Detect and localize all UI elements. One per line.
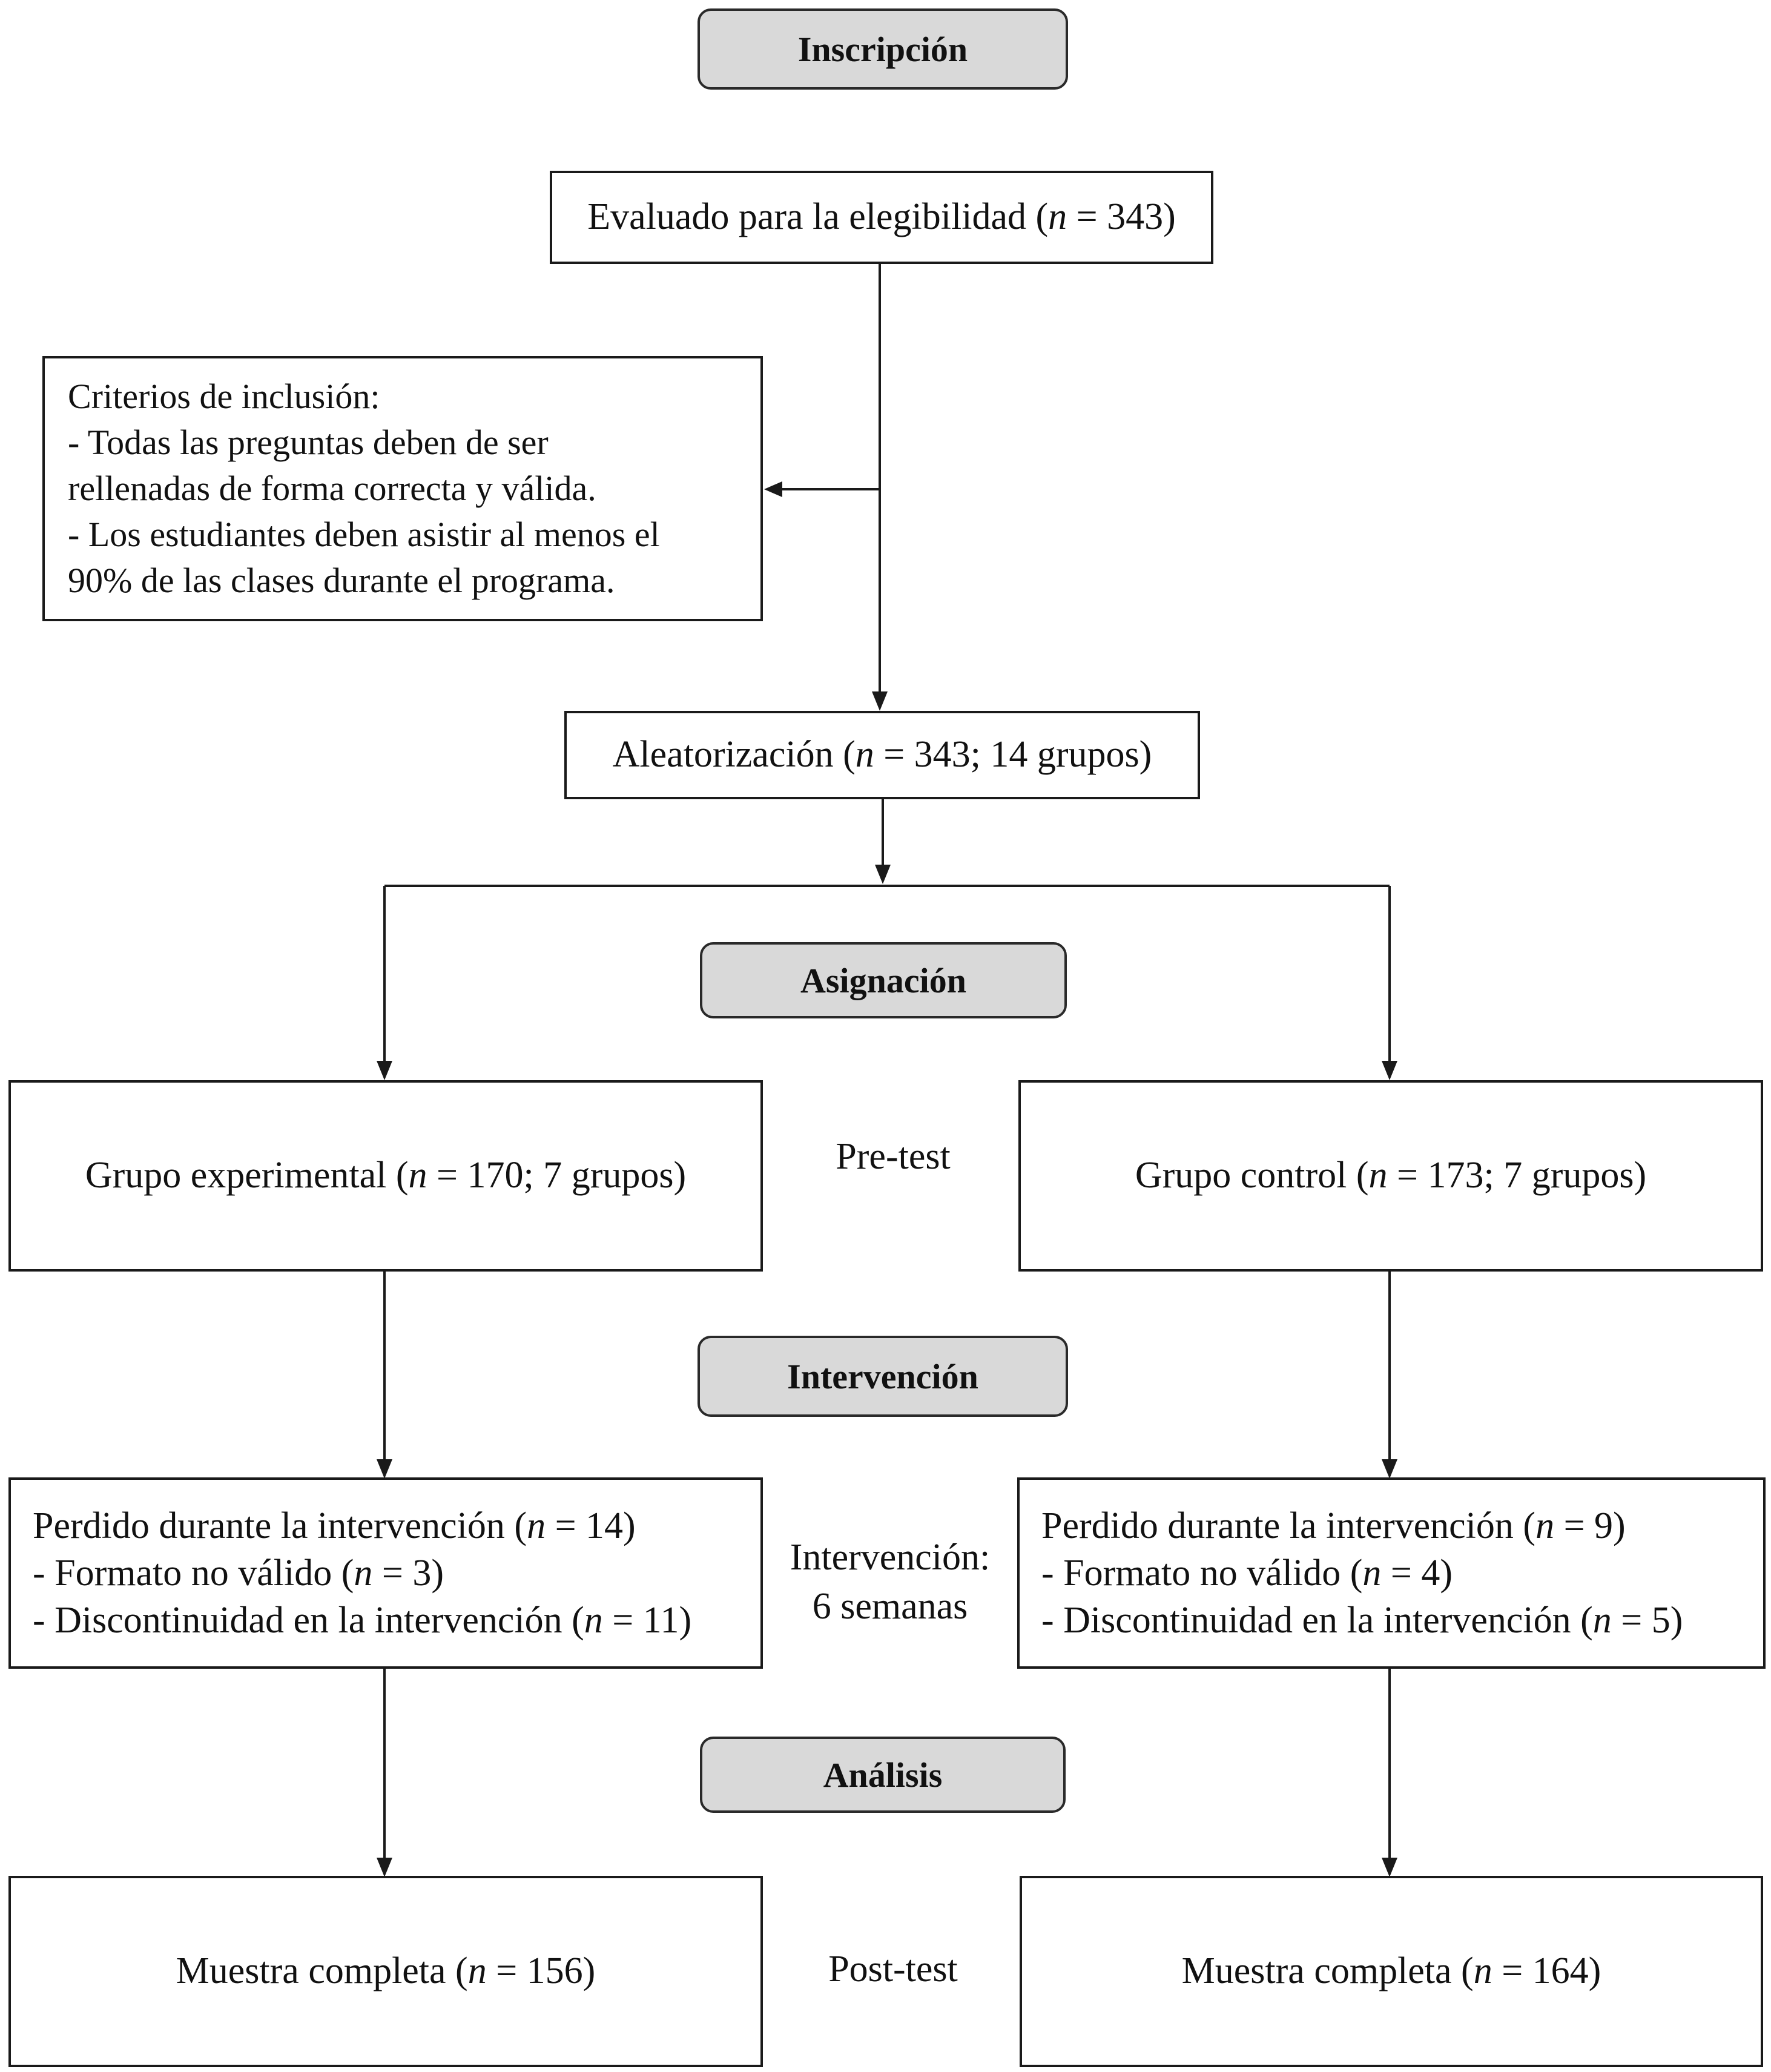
- perdido-ctrl-line-2: - Formato no válido (n = 4): [1041, 1552, 1453, 1594]
- intervencion-duration-label: Intervención: 6 semanas: [769, 1533, 1011, 1631]
- grupo-control-text: Grupo control (n = 173; 7 grupos): [1135, 1155, 1647, 1196]
- arrowhead-aleatorizacion-down: [875, 865, 891, 884]
- stage-intervencion-label: Intervención: [787, 1356, 978, 1396]
- criterios-line-3: rellenadas de forma correcta y válida.: [68, 469, 596, 508]
- muestra-exp-text: Muestra completa (n = 156): [176, 1950, 596, 1992]
- aleatorizacion-box: Aleatorización (n = 343; 14 grupos): [564, 711, 1200, 799]
- perdido-experimental-box: Perdido durante la intervención (n = 14)…: [8, 1477, 763, 1669]
- arrowhead-exp-to-perdido: [377, 1459, 392, 1479]
- pretest-label: Pre-test: [836, 1136, 951, 1177]
- criterios-line-5: 90% de las clases durante el programa.: [68, 561, 615, 600]
- muestra-ctrl-text: Muestra completa (n = 164): [1181, 1950, 1601, 1992]
- intervencion-line-1: Intervención:: [790, 1537, 991, 1578]
- posttest-label: Post-test: [828, 1948, 958, 1990]
- criterios-line-4: - Los estudiantes deben asistir al menos…: [68, 515, 660, 554]
- grupo-experimental-box: Grupo experimental (n = 170; 7 grupos): [8, 1080, 763, 1272]
- stage-inscripcion-label: Inscripción: [797, 29, 968, 69]
- perdido-ctrl-line-3: - Discontinuidad en la intervención (n =…: [1041, 1600, 1683, 1641]
- criterios-box: Criterios de inclusión: - Todas las preg…: [42, 356, 763, 621]
- evaluado-text: Evaluado para la elegibilidad (n = 343): [587, 196, 1176, 238]
- stage-analisis: Análisis: [700, 1737, 1066, 1813]
- arrowhead-to-criterios: [764, 481, 782, 497]
- stage-intervencion: Intervención: [698, 1336, 1068, 1417]
- perdido-exp-line-1: Perdido durante la intervención (n = 14): [33, 1505, 636, 1546]
- stage-inscripcion: Inscripción: [698, 8, 1068, 90]
- arrowhead-evaluado-to-aleatorizacion: [872, 691, 888, 711]
- grupo-experimental-text: Grupo experimental (n = 170; 7 grupos): [85, 1155, 687, 1196]
- perdido-control-box: Perdido durante la intervención (n = 9) …: [1017, 1477, 1766, 1669]
- muestra-control-box: Muestra completa (n = 164): [1020, 1876, 1763, 2067]
- arrowhead-perdido-exp-to-muestra: [377, 1858, 392, 1877]
- criterios-line-1: Criterios de inclusión:: [68, 377, 380, 416]
- arrowhead-ctrl-to-perdido: [1382, 1459, 1397, 1479]
- arrowhead-branch-right: [1382, 1061, 1397, 1080]
- stage-asignacion-label: Asignación: [800, 960, 966, 1000]
- muestra-experimental-box: Muestra completa (n = 156): [8, 1876, 763, 2067]
- arrowhead-branch-left: [377, 1061, 392, 1080]
- intervencion-line-2: 6 semanas: [812, 1585, 968, 1627]
- perdido-exp-line-2: - Formato no válido (n = 3): [33, 1552, 444, 1594]
- aleatorizacion-text: Aleatorización (n = 343; 14 grupos): [612, 734, 1152, 776]
- evaluado-box: Evaluado para la elegibilidad (n = 343): [550, 171, 1213, 264]
- stage-analisis-label: Análisis: [823, 1755, 943, 1795]
- stage-asignacion: Asignación: [700, 942, 1067, 1018]
- perdido-ctrl-line-1: Perdido durante la intervención (n = 9): [1041, 1505, 1626, 1546]
- grupo-control-box: Grupo control (n = 173; 7 grupos): [1018, 1080, 1763, 1272]
- criterios-line-2: - Todas las preguntas deben de ser: [68, 423, 549, 462]
- perdido-exp-line-3: - Discontinuidad en la intervención (n =…: [33, 1600, 692, 1641]
- arrowhead-perdido-ctrl-to-muestra: [1382, 1858, 1397, 1877]
